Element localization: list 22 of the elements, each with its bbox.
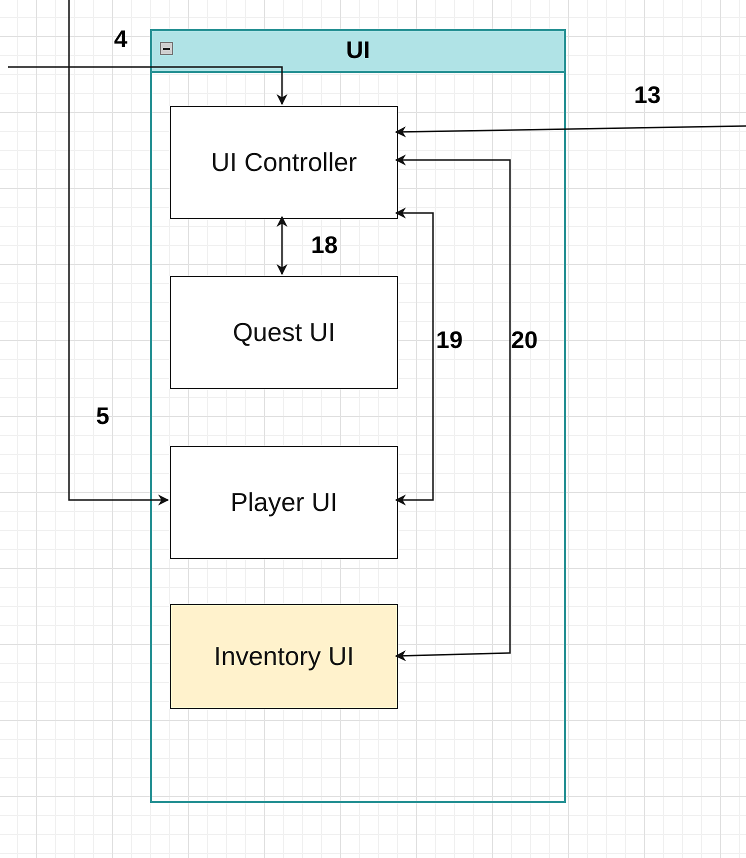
process-box xyxy=(170,106,398,219)
box-label: UI Controller xyxy=(211,147,357,178)
edge-label: 20 xyxy=(511,327,538,355)
swimlane-container xyxy=(150,29,566,803)
process-box xyxy=(170,276,398,389)
arrow xyxy=(8,66,288,106)
edge-label: 19 xyxy=(436,327,463,355)
edge-label: 13 xyxy=(634,82,661,110)
edge-label: 18 xyxy=(311,232,338,260)
arrow xyxy=(394,154,511,662)
process-box xyxy=(170,446,398,559)
swimlane-title: UI xyxy=(346,37,370,65)
arrow xyxy=(394,125,746,138)
arrow xyxy=(68,0,170,506)
process-box xyxy=(170,604,398,709)
box-label: Quest UI xyxy=(232,317,336,348)
box-label: Player UI xyxy=(230,487,338,518)
arrow xyxy=(394,208,434,506)
box-label: Inventory UI xyxy=(214,641,354,672)
edge-label: 4 xyxy=(114,26,128,54)
edge-label: 5 xyxy=(96,403,110,431)
arrow xyxy=(276,216,288,276)
